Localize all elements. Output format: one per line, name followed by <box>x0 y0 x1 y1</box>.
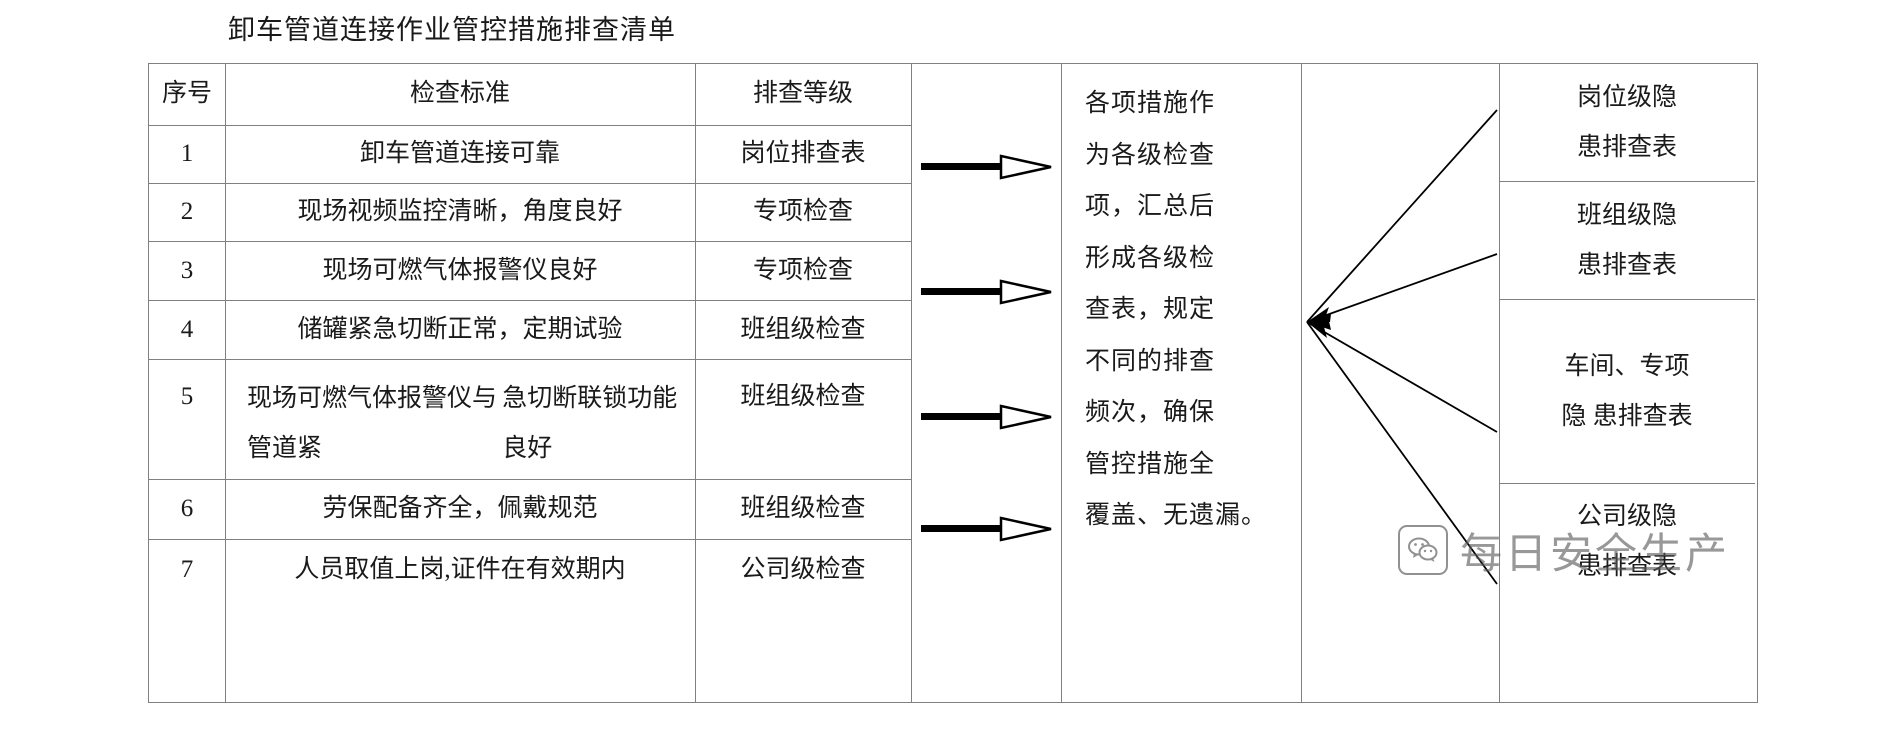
outcome-line2: 患排查表 <box>1576 553 1677 580</box>
summary-text-block: 各项措施作 为各级检查 项，汇总后 形成各级检 查表，规定 不同的排查 频次，确… <box>1061 64 1301 702</box>
summary-line: 查表，规定 <box>1085 296 1216 323</box>
row-index: 5 <box>180 383 194 410</box>
outcome-cell-position: 岗位级隐 患排查表 <box>1499 64 1755 182</box>
flow-arrow-3 <box>921 404 1053 430</box>
row-level: 专项检查 <box>752 198 853 226</box>
row-level: 公司级检查 <box>740 555 866 583</box>
row-index: 1 <box>180 140 194 168</box>
summary-line: 项，汇总后 <box>1085 193 1216 220</box>
table-row: 1 卸车管道连接可靠 岗位排查表 <box>149 126 911 184</box>
convergence-arrowheads <box>1307 307 1331 338</box>
outcome-line2: 患排查表 <box>1576 251 1677 279</box>
row-standard: 现场可燃气体报警仪良好 <box>322 256 598 284</box>
row-index: 4 <box>180 315 194 343</box>
column-divider-5 <box>1301 64 1302 702</box>
row-index: 6 <box>180 495 194 523</box>
outcome-line1: 班组级隐 <box>1576 201 1677 229</box>
outcome-cell-workshop: 车间、专项 隐 患排查表 <box>1499 300 1755 484</box>
table-header-row: 序号 检查标准 排查等级 <box>149 64 911 126</box>
header-level: 排查等级 <box>752 80 853 108</box>
table-row: 6 劳保配备齐全，佩戴规范 班组级检查 <box>149 480 911 540</box>
flow-arrow-group <box>911 64 1061 702</box>
outcome-line1: 公司级隐 <box>1576 503 1677 530</box>
checklist-table: 序号 检查标准 排查等级 1 卸车管道连接可靠 岗位排查表 2 现场视频监控清晰… <box>149 64 911 702</box>
row-index: 3 <box>180 256 194 284</box>
summary-line: 为各级检查 <box>1085 141 1216 169</box>
summary-line: 频次，确保 <box>1085 399 1216 426</box>
column-divider-2 <box>695 64 696 702</box>
outcome-line2: 患排查表 <box>1576 133 1677 161</box>
column-divider-3 <box>911 64 912 702</box>
flow-arrow-2 <box>921 279 1053 305</box>
flow-arrow-1 <box>921 154 1053 180</box>
row-level: 专项检查 <box>752 256 853 284</box>
table-row: 4 储罐紧急切断正常，定期试验 班组级检查 <box>149 301 911 360</box>
page-title: 卸车管道连接作业管控措施排查清单 <box>228 15 676 45</box>
row-standard: 现场可燃气体报警仪与管道紧 急切断联锁功能良好 <box>225 360 695 479</box>
header-index: 序号 <box>161 80 212 108</box>
column-divider-1 <box>225 64 226 702</box>
column-divider-4 <box>1061 64 1062 702</box>
row-level: 岗位排查表 <box>740 140 866 168</box>
convergence-line-1 <box>1306 109 1498 323</box>
convergence-arrow-group <box>1301 64 1499 702</box>
outcome-cell-team: 班组级隐 患排查表 <box>1499 182 1755 300</box>
summary-line: 各项措施作 <box>1085 90 1216 117</box>
row-standard: 人员取值上岗,证件在有效期内 <box>294 555 626 583</box>
row-index: 7 <box>180 555 194 583</box>
flow-arrow-4 <box>921 516 1053 542</box>
row-standard: 劳保配备齐全，佩戴规范 <box>322 495 598 523</box>
summary-line: 管控措施全 <box>1085 450 1216 478</box>
table-row: 5 现场可燃气体报警仪与管道紧 急切断联锁功能良好 班组级检查 <box>149 360 911 480</box>
summary-line: 覆盖、无遗漏。 <box>1085 502 1268 529</box>
column-divider-6 <box>1499 64 1500 702</box>
row-standard-line1: 现场可燃气体报警仪与管道紧 <box>247 385 498 462</box>
table-row: 3 现场可燃气体报警仪良好 专项检查 <box>149 242 911 301</box>
summary-line: 不同的排查 <box>1085 347 1216 375</box>
outcome-line2: 隐 患排查表 <box>1561 402 1693 430</box>
convergence-line-4 <box>1306 321 1498 585</box>
convergence-line-2 <box>1306 253 1498 323</box>
convergence-line-3 <box>1306 321 1498 433</box>
summary-line: 形成各级检 <box>1085 244 1216 272</box>
outcome-cell-company: 公司级隐 患排查表 <box>1499 484 1755 600</box>
outcome-column: 岗位级隐 患排查表 班组级隐 患排查表 车间、专项 隐 患排查表 公司级隐 患排… <box>1499 64 1755 702</box>
row-standard-line2: 急切断联锁功能良好 <box>502 385 678 462</box>
row-standard: 卸车管道连接可靠 <box>359 140 560 168</box>
outcome-line1: 岗位级隐 <box>1576 83 1677 111</box>
row-level: 班组级检查 <box>740 315 866 343</box>
row-level: 班组级检查 <box>740 495 866 523</box>
row-index: 2 <box>180 198 194 226</box>
table-row: 2 现场视频监控清晰，角度良好 专项检查 <box>149 184 911 242</box>
diagram-frame: 序号 检查标准 排查等级 1 卸车管道连接可靠 岗位排查表 2 现场视频监控清晰… <box>148 63 1758 703</box>
header-standard: 检查标准 <box>409 80 510 108</box>
row-standard: 现场视频监控清晰，角度良好 <box>297 198 623 226</box>
outcome-line1: 车间、专项 <box>1564 352 1690 380</box>
row-level: 班组级检查 <box>740 383 866 410</box>
row-standard: 储罐紧急切断正常，定期试验 <box>297 315 623 343</box>
table-row: 7 人员取值上岗,证件在有效期内 公司级检查 <box>149 540 911 600</box>
